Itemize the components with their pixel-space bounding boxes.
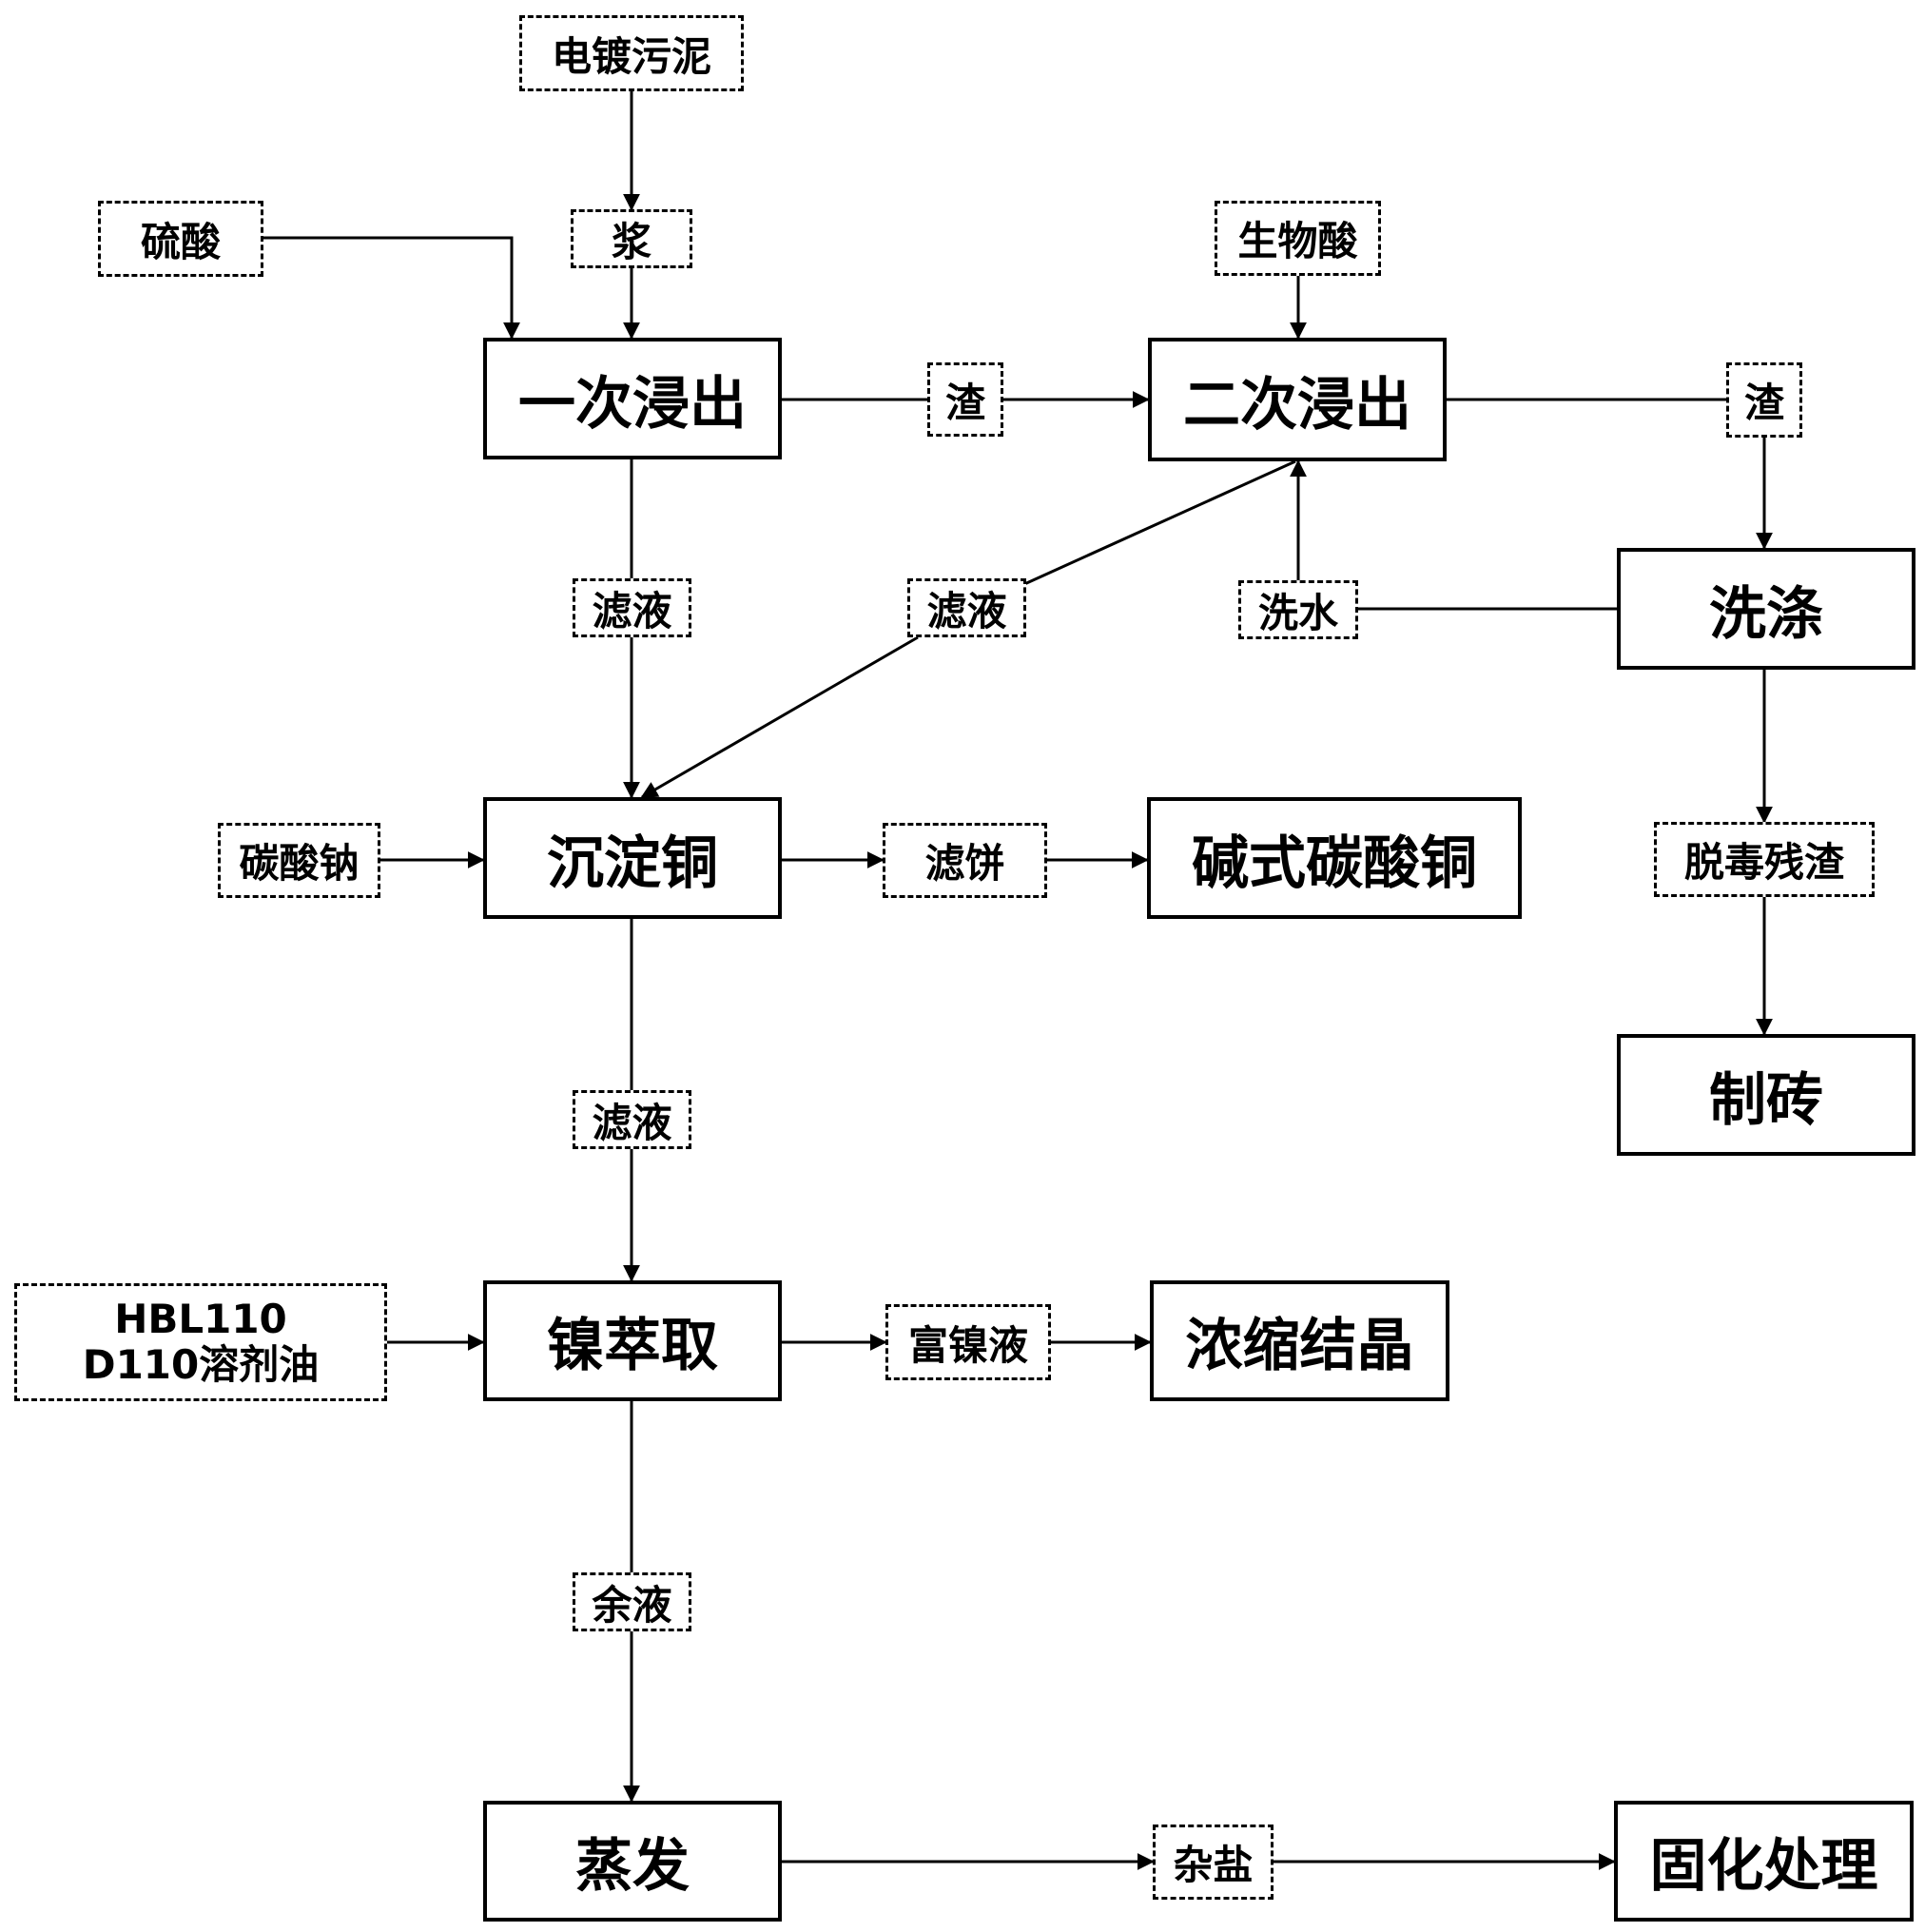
- node-mixed-salt: 杂盐: [1153, 1825, 1274, 1900]
- node-basic-copper-carbonate: 碱式碳酸铜: [1147, 797, 1522, 919]
- node-sulfuric-acid: 硫酸: [98, 201, 263, 277]
- node-extractant: HBL110 D110溶剂油: [14, 1283, 387, 1401]
- extractant-line-1: HBL110: [114, 1295, 287, 1342]
- node-concentration-crystallization: 浓缩结晶: [1150, 1280, 1449, 1401]
- node-filtrate-1: 滤液: [573, 578, 691, 637]
- node-wash-water: 洗水: [1238, 580, 1358, 639]
- edge-acid-leach1: [263, 236, 520, 340]
- node-residue-1: 渣: [927, 362, 1003, 437]
- extractant-line-2: D110溶剂油: [82, 1341, 320, 1388]
- edge-filtrate2-cuprecip: [640, 635, 919, 799]
- node-sludge: 电镀污泥: [519, 15, 744, 91]
- edge-leach2-filtrate2: [1021, 459, 1296, 587]
- node-residue-2: 渣: [1726, 362, 1802, 438]
- node-ni-rich-liquor: 富镍液: [885, 1304, 1051, 1380]
- node-filter-cake: 滤饼: [883, 823, 1047, 898]
- node-solidification: 固化处理: [1614, 1801, 1914, 1922]
- node-evaporation: 蒸发: [483, 1801, 782, 1922]
- node-primary-leaching: 一次浸出: [483, 338, 782, 459]
- node-copper-precipitation: 沉淀铜: [483, 797, 782, 919]
- node-washing: 洗涤: [1617, 548, 1915, 670]
- node-filtrate-3: 滤液: [573, 1090, 691, 1149]
- node-filtrate-2: 滤液: [907, 578, 1026, 637]
- node-detox-residue: 脱毒残渣: [1654, 822, 1875, 897]
- node-raffinate: 余液: [573, 1572, 691, 1631]
- node-brick-making: 制砖: [1617, 1034, 1915, 1156]
- node-bio-acid: 生物酸: [1215, 201, 1381, 276]
- node-sodium-carbonate: 碳酸钠: [218, 823, 380, 898]
- node-nickel-extraction: 镍萃取: [483, 1280, 782, 1401]
- node-secondary-leaching: 二次浸出: [1148, 338, 1447, 461]
- node-slurry: 浆: [571, 209, 692, 268]
